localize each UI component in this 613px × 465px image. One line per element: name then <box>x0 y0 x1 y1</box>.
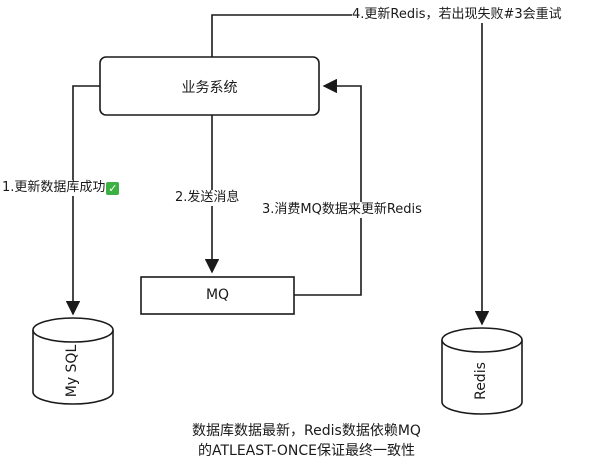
checkmark-icon: ✓ <box>106 182 120 195</box>
note-line-1: 数据库数据最新，Redis数据依赖MQ <box>192 423 421 439</box>
arrow-update-db <box>65 85 100 316</box>
step4-label: 4.更新Redis，若出现失败#3会重试 <box>352 7 564 23</box>
mq-box <box>140 276 295 315</box>
redis-cylinder <box>441 327 523 415</box>
step3-label: 3.消费MQ数据来更新Redis <box>262 202 422 218</box>
redis-label: Redis <box>473 362 489 400</box>
step2-label: 2.发送消息 <box>175 190 240 206</box>
arrow-update-redis <box>211 14 490 326</box>
business-system-label: 业务系统 <box>181 80 238 96</box>
note-line-2: 的ATLEAST-ONCE保证最终一致性 <box>198 443 415 459</box>
step1-label: 1.更新数据库成功✓ <box>2 180 120 196</box>
mysql-cylinder <box>32 317 114 405</box>
step1-text: 1.更新数据库成功 <box>2 180 106 195</box>
mq-label: MQ <box>205 287 230 303</box>
arrow-consume-mq <box>294 78 362 296</box>
mysql-label: My SQL <box>64 344 80 398</box>
